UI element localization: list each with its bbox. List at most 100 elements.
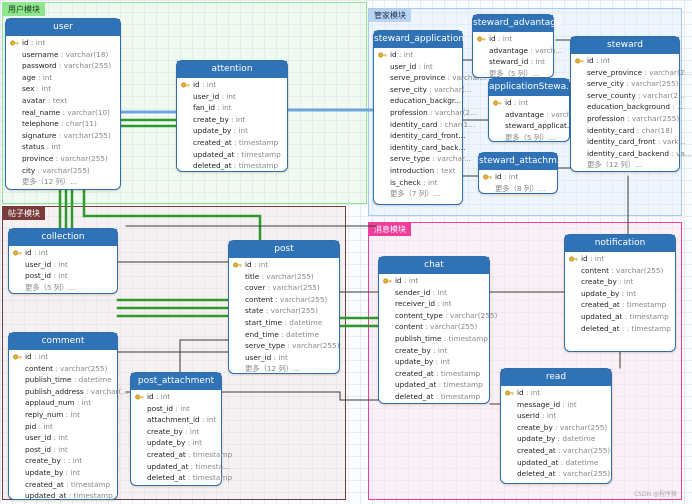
field-name: create_by	[581, 277, 617, 287]
field-type: timestamp	[440, 368, 481, 378]
field-name: start_time	[245, 317, 283, 327]
field-type: int	[238, 126, 248, 136]
field-row: avatar : text	[22, 95, 68, 105]
more-columns-link[interactable]: 更多（5 列）...	[489, 68, 540, 78]
field-row: updated_at : timestamp	[395, 380, 483, 390]
field-type: int	[38, 352, 49, 361]
field-type: int	[222, 103, 232, 113]
field-type: vark...	[662, 137, 686, 147]
field-row: content_type : varchar(255)	[395, 310, 498, 320]
more-columns-link[interactable]: 更多（5 列）...	[25, 282, 76, 292]
field-name: profession	[587, 113, 625, 123]
field-name: id	[25, 352, 32, 361]
field-type: va...	[676, 148, 692, 158]
field-type: timestamp	[443, 380, 483, 390]
field-row: create_by : int	[147, 426, 200, 436]
field-name: id	[517, 388, 524, 397]
more-columns-link[interactable]: 更多（5 列）...	[505, 132, 556, 142]
field-name: user_id	[25, 433, 52, 443]
more-columns-link[interactable]: 更多（12 列）...	[245, 364, 301, 374]
field-name: serve_city	[390, 84, 427, 94]
field-name: advantage	[489, 45, 528, 55]
field-type: int	[42, 72, 53, 82]
field-name: update_by	[25, 467, 64, 477]
field-name: identity_card	[587, 125, 635, 135]
field-name: state	[245, 306, 264, 316]
table-title: attention	[177, 61, 287, 78]
table-title: comment	[9, 333, 117, 350]
field-type: int	[623, 277, 634, 287]
more-columns-link[interactable]: 更多（12 列）...	[22, 177, 78, 187]
field-type: varchar(...	[90, 386, 129, 396]
field-name: receiver_id	[395, 299, 435, 309]
more-columns-link[interactable]: 更多（8 列）...	[495, 183, 546, 193]
primary-key-field: id : int	[379, 275, 489, 287]
field-type: int	[206, 415, 217, 425]
field-type: timestamp	[70, 479, 111, 489]
field-row: serve_province : varchar...	[390, 73, 487, 83]
field-name: id	[245, 260, 252, 269]
field-row: create_by : varchar(255)	[517, 422, 608, 432]
field-type: varchar(255)	[562, 445, 611, 455]
field-name: updated_at	[25, 491, 67, 501]
field-name: attachment_id	[147, 415, 200, 425]
more-columns-link[interactable]: 更多（7 列）...	[390, 189, 441, 199]
field-name: updated_at	[517, 457, 559, 467]
primary-key-field: id : int	[565, 253, 675, 265]
field-name: user_id	[245, 352, 272, 362]
field-row: updated_at : timestamp	[581, 311, 669, 321]
field-row: deleted_at : timestamp	[193, 161, 279, 171]
field-type: int	[518, 98, 529, 107]
field-type: timestamp	[629, 311, 669, 321]
field-type: : int	[67, 456, 83, 466]
field-row: deleted_at : timestamp	[147, 473, 233, 483]
field-type: datetime	[562, 434, 596, 444]
field-name: updated_at	[147, 461, 189, 471]
field-type: text	[52, 95, 68, 105]
field-type: varchar(255)	[272, 283, 320, 293]
field-type: varchar(255)	[280, 294, 328, 304]
field-name: steward_id	[489, 57, 529, 67]
field-row: cover : varchar(255)	[245, 283, 320, 293]
field-name: id	[390, 50, 397, 59]
field-row: state : varchar(255)	[245, 306, 318, 316]
field-row: update_by : int	[147, 438, 202, 448]
field-name: identity_card	[390, 119, 438, 129]
field-type: int	[180, 403, 190, 413]
field-type: varchar(255)	[631, 113, 680, 123]
field-type: int	[403, 50, 414, 59]
field-name: update_by	[193, 126, 232, 136]
field-name: identity_card_backend	[587, 148, 669, 158]
field-name: id	[581, 254, 588, 263]
field-type: varchar(255)	[562, 469, 611, 479]
field-type: int	[58, 444, 68, 454]
field-type: varchar(2...	[649, 67, 692, 77]
field-row: user_id : int	[245, 352, 288, 362]
field-type: varchar(255)	[559, 422, 608, 432]
field-name: avatar	[22, 95, 46, 105]
field-row: pid : int	[25, 421, 53, 431]
link-user-post	[82, 188, 262, 242]
field-name: real_name	[22, 107, 61, 117]
field-row: created_at : varchar(255)	[517, 445, 611, 455]
table-title: notification	[565, 235, 675, 252]
more-columns-link[interactable]: 更多（12 列）...	[587, 160, 643, 170]
field-name: applaud_num	[25, 398, 75, 408]
field-row: content : varchar(255)	[581, 265, 664, 275]
field-name: publish_time	[25, 375, 72, 385]
field-type: timesta...	[195, 461, 231, 471]
